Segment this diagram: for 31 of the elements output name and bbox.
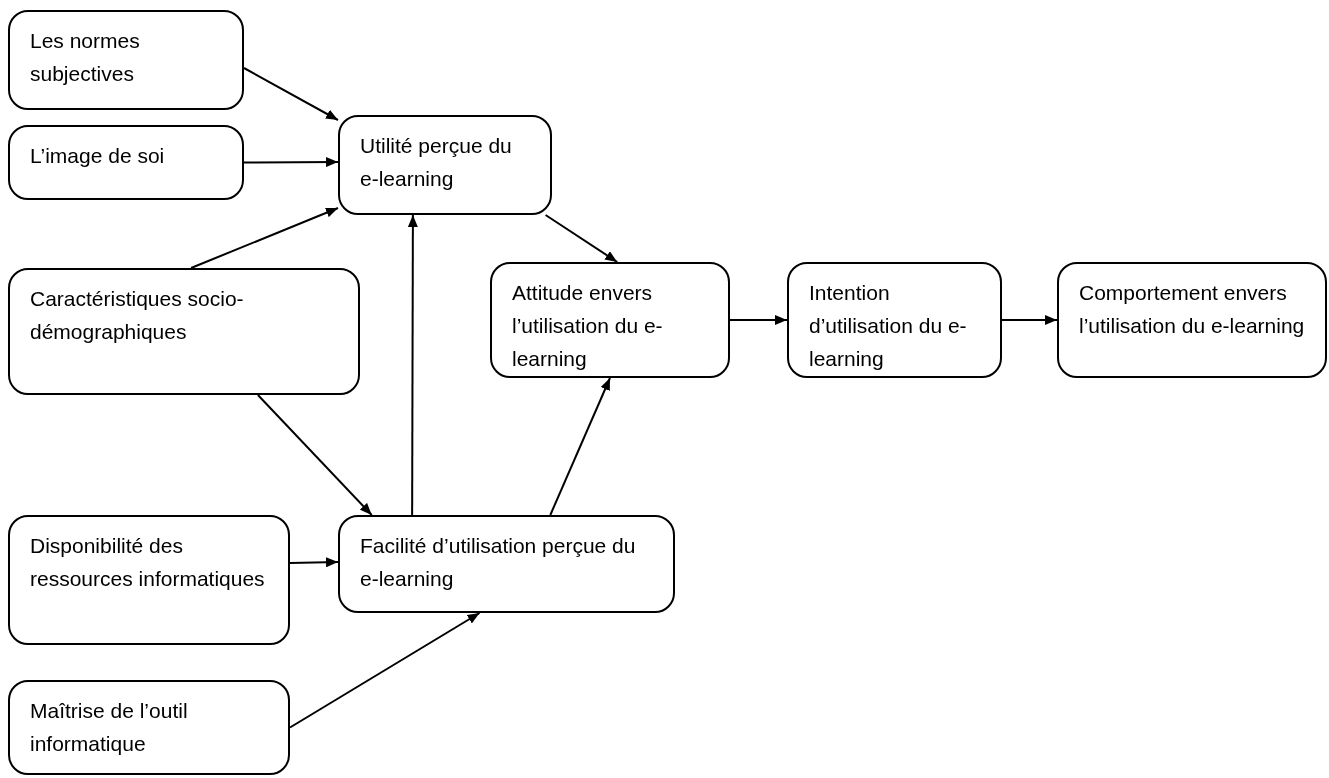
arrow (1001, 315, 1058, 325)
process-box (8, 268, 360, 395)
box-text: L’image de soi (30, 143, 166, 169)
process-box (8, 125, 244, 200)
box-text: Disponibilité des ressources informatiques (30, 533, 266, 592)
box-text: Intention d’utilisation du e-learning (809, 280, 968, 372)
arrow (729, 315, 788, 325)
arrow (549, 377, 611, 516)
box-text: Maîtrise de l’outil informatique (30, 698, 189, 757)
arrow (407, 214, 418, 516)
box-text: Facilité d’utilisation perçue du e-learning (360, 533, 637, 592)
arrow (256, 394, 373, 516)
arrow (190, 207, 339, 269)
arrow (243, 67, 339, 121)
process-box (1057, 262, 1327, 378)
box-text: Attitude envers l’utilisation du e-learning (512, 280, 664, 372)
box-text: Utilité perçue du e-learning (360, 133, 513, 192)
arrow (243, 157, 339, 168)
process-box (8, 10, 244, 110)
box-text: Les normes subjectives (30, 28, 141, 87)
process-box (490, 262, 730, 378)
box-text: Comportement envers l’utilisation du e-learning (1079, 280, 1305, 339)
process-box (787, 262, 1002, 378)
process-box (338, 115, 552, 215)
arrow (289, 557, 339, 568)
process-box (8, 515, 290, 645)
arrow (544, 214, 619, 263)
process-box (338, 515, 675, 613)
box-text: Caractéristiques socio-démographiques (30, 286, 245, 345)
process-box (8, 680, 290, 775)
arrow (289, 612, 481, 729)
